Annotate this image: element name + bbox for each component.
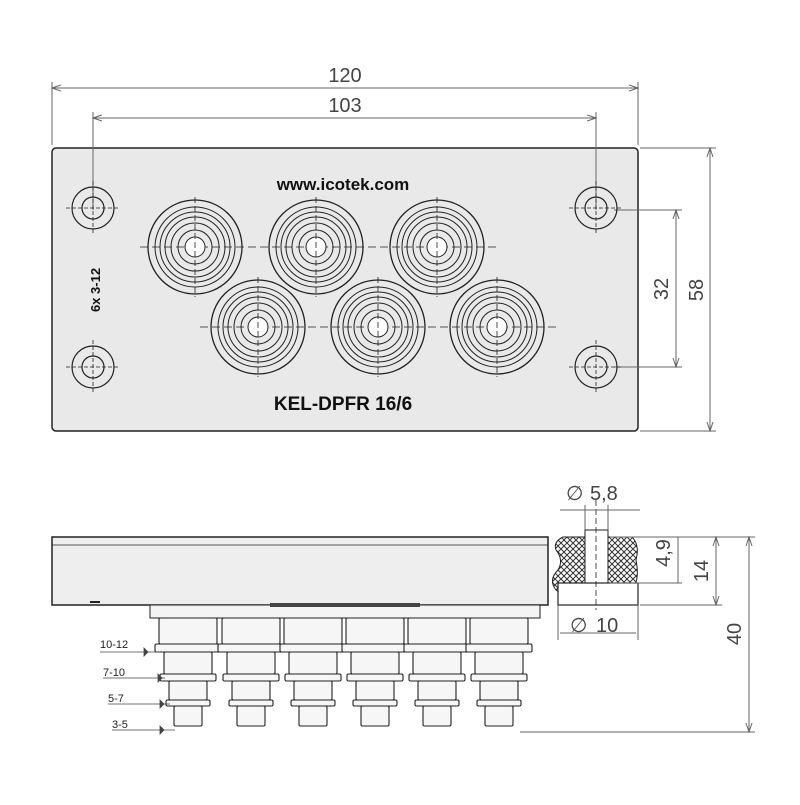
dim-height-label: 58: [686, 279, 708, 301]
grommet-stack: [341, 617, 409, 727]
section-hatch-right: [607, 536, 638, 591]
grommet-stack: [217, 617, 285, 727]
grommet-stack: [154, 617, 222, 727]
grommet-stack: [465, 617, 533, 727]
mounting-hole-top-right: [569, 181, 623, 235]
dim-diameter-top-label: 5,8: [590, 483, 618, 505]
grommet-stacks: [154, 617, 533, 727]
section-bore: [584, 529, 609, 584]
mounting-hole-bottom-left: [66, 340, 120, 394]
grommets: [147, 197, 545, 377]
grommet-stack: [403, 617, 471, 727]
grommet: [147, 197, 243, 297]
dim-diameter-bottom-label: 10: [596, 615, 618, 637]
diameter-symbol: ∅: [570, 615, 587, 637]
side-view: 10-12 7-10 5-7 3-5 ∅ 5,8 ∅ 10: [51, 483, 755, 735]
dim-14-label: 14: [691, 560, 713, 582]
grommet: [330, 277, 426, 377]
grommet: [210, 277, 306, 377]
step-label: 10-12: [100, 639, 128, 651]
dim-hole-spacing-label: 103: [328, 95, 361, 117]
website-label: www.icotek.com: [276, 175, 410, 194]
step-labels: 10-12 7-10 5-7 3-5: [100, 639, 175, 735]
dim-hole-vertical: [614, 210, 682, 367]
section-base: [557, 582, 639, 606]
dim-width-label: 120: [328, 65, 361, 87]
dim-height: [640, 148, 716, 431]
dim-diameter-bottom: [557, 605, 639, 640]
dim-thickness-label: 4,9: [653, 539, 675, 567]
grommet: [268, 197, 364, 297]
dim-40-label: 40: [724, 623, 746, 645]
step-label: 7-10: [103, 667, 125, 679]
side-plate: [51, 536, 549, 606]
mounting-hole-bottom-right: [569, 340, 623, 394]
step-label: 3-5: [112, 719, 128, 731]
diameter-symbol: ∅: [566, 483, 583, 505]
mounting-hole-top-left: [66, 181, 120, 235]
grommet: [389, 197, 485, 297]
dim-hole-vertical-label: 32: [651, 278, 673, 300]
dim-diameter-top: [560, 505, 640, 530]
grommet-stack: [279, 617, 347, 727]
frame-plate: [51, 147, 639, 432]
knurl-strip: [270, 603, 420, 607]
mounting-holes: [66, 181, 623, 394]
top-view: 120 103 58 32: [52, 65, 716, 431]
side-label: 6x 3-12: [88, 268, 103, 312]
dim-width: [52, 82, 638, 145]
model-label: KEL-DPFR 16/6: [274, 394, 412, 415]
dim-40: [520, 537, 755, 732]
step-label: 5-7: [108, 693, 124, 705]
grommet: [449, 277, 545, 377]
